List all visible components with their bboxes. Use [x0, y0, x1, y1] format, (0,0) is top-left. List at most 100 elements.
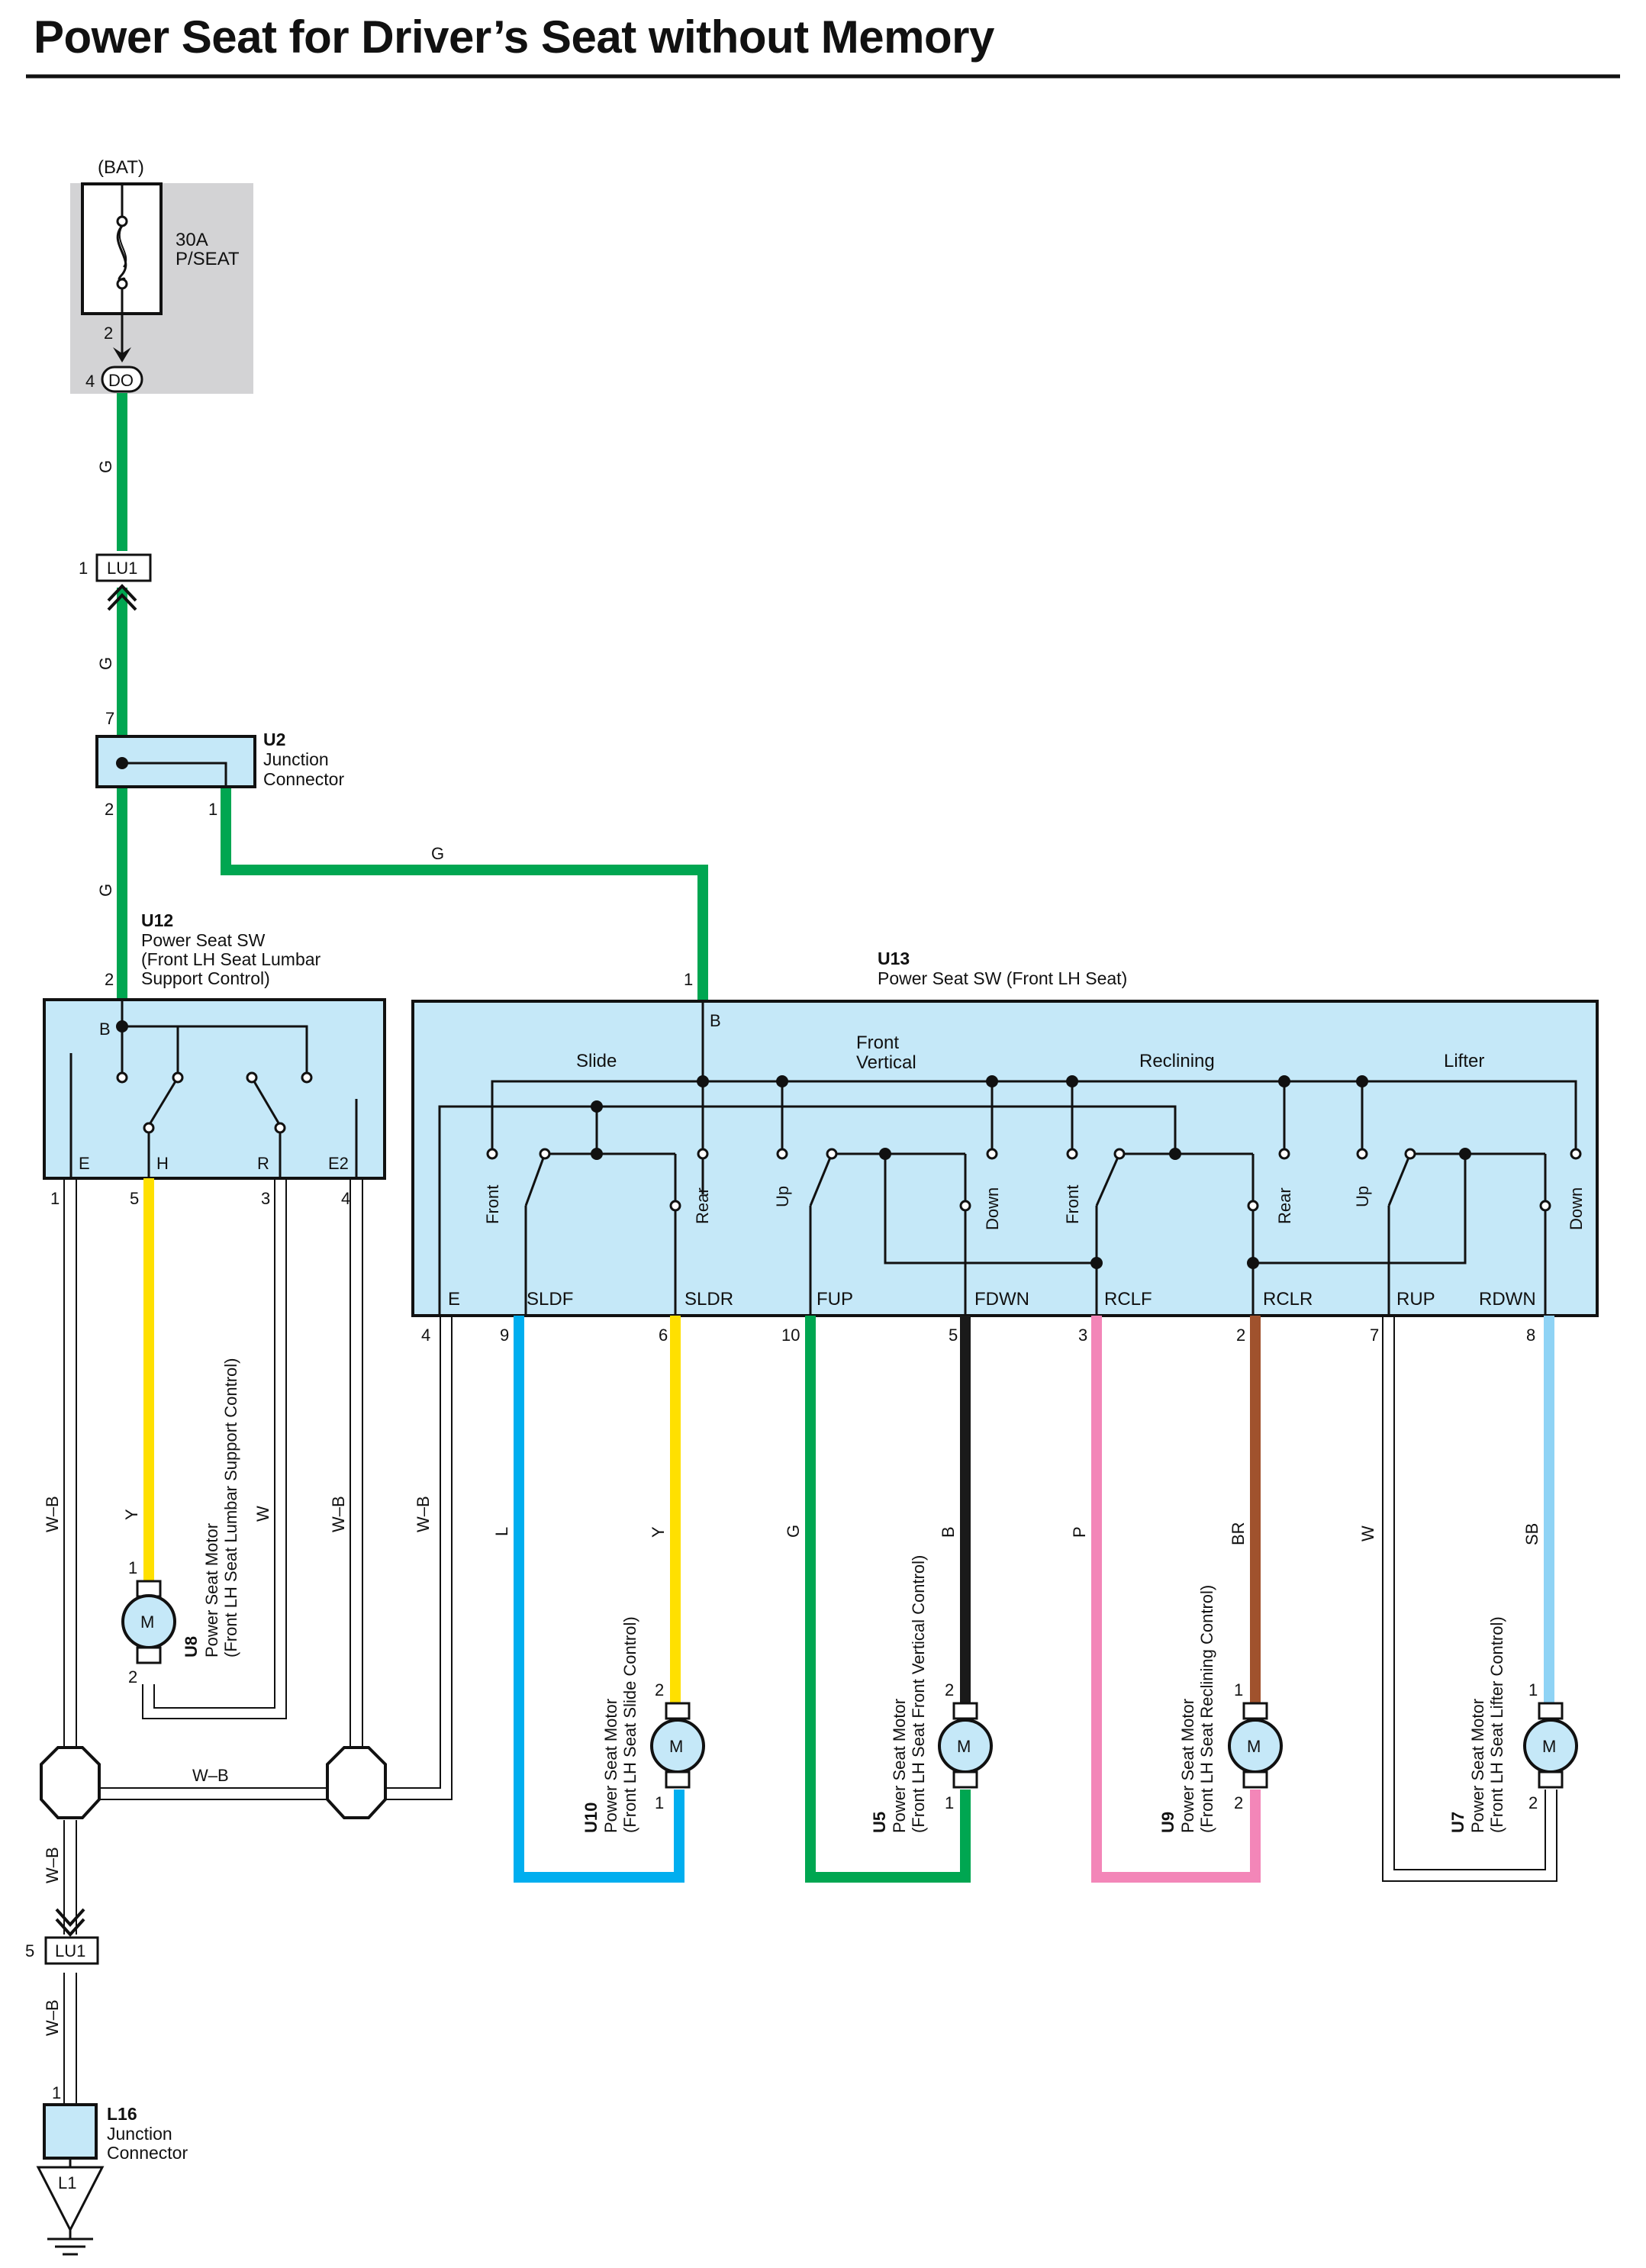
u13-name: Power Seat SW (Front LH Seat) — [878, 968, 1127, 988]
u7-pin-bot: 2 — [1528, 1793, 1538, 1812]
fuse-name: P/SEAT — [176, 249, 240, 269]
u12-terminal-e2: E2 — [328, 1154, 349, 1173]
chevron-down-icon — [55, 1908, 85, 1937]
u12-terminal-b: B — [99, 1020, 111, 1039]
u13-terminal-rclf: RCLF — [1104, 1289, 1152, 1310]
pos-down-vertical: Down — [983, 1187, 1002, 1230]
wire-u13-e: W–B — [414, 1496, 433, 1532]
u12-name-3: Support Control) — [141, 968, 270, 988]
wire-color-wb-down-2: W–B — [43, 1999, 62, 2036]
l16-name-2: Connector — [107, 2143, 188, 2163]
group-vertical-2: Vertical — [856, 1052, 916, 1073]
do-connector-label: DO — [108, 371, 134, 390]
u13-terminal-rdwn: RDWN — [1479, 1289, 1536, 1310]
u13-pin-sldf: 9 — [500, 1326, 509, 1345]
wire-color-g-4: G — [431, 844, 444, 863]
u13-pin-rup: 7 — [1370, 1326, 1379, 1345]
wire-u12-h: Y — [122, 1509, 141, 1520]
u12-terminal-h: H — [156, 1154, 169, 1173]
l16-pin: 1 — [52, 2083, 61, 2102]
pos-up-lifter: Up — [1353, 1186, 1372, 1207]
lu1-bottom-label: LU1 — [55, 1941, 85, 1960]
u7-motor-symbol: M — [1542, 1737, 1556, 1756]
wire-sldf: L — [492, 1527, 511, 1536]
u13-terminal-e: E — [448, 1289, 460, 1310]
u13-terminal-b: B — [710, 1011, 721, 1030]
u2-junction-connector: 7 U2 Junction Connector 2 1 — [95, 709, 344, 819]
u13-terminal-fdwn: FDWN — [974, 1289, 1029, 1310]
u8-id: U8 — [182, 1636, 201, 1658]
splice-right — [326, 1746, 387, 1819]
u12-terminal-e: E — [79, 1154, 90, 1173]
wire-u12-r: W — [253, 1506, 272, 1522]
ground-label: L1 — [58, 2173, 76, 2192]
u8-name: Power Seat Motor — [202, 1523, 221, 1658]
u5-motor-symbol: M — [957, 1737, 971, 1756]
u13-terminal-rclr: RCLR — [1263, 1289, 1313, 1310]
u12-pin-r: 3 — [261, 1189, 270, 1208]
u9-motor-symbol: M — [1247, 1737, 1261, 1756]
wire-color-g-3: G — [96, 884, 115, 897]
u13-pin-sldr: 6 — [659, 1326, 668, 1345]
u13-terminal-sldr: SLDR — [684, 1289, 733, 1310]
pos-rear-slide: Rear — [693, 1187, 712, 1224]
u2-name-2: Connector — [263, 769, 344, 789]
wire-color-wb-down-1: W–B — [43, 1847, 62, 1883]
pos-front-recline: Front — [1063, 1185, 1082, 1224]
u13-pin-in: 1 — [684, 970, 693, 989]
fuse-amperage: 30A — [176, 230, 208, 250]
do-connector — [101, 366, 143, 393]
group-reclining: Reclining — [1139, 1051, 1215, 1071]
pos-front-slide: Front — [483, 1185, 502, 1224]
pos-down-lifter: Down — [1567, 1187, 1586, 1230]
fuse-pin: 2 — [104, 324, 113, 343]
wire-color-g-1: G — [96, 460, 115, 473]
wire-rup: W — [1358, 1525, 1377, 1542]
u8-motor: 1 M 2 U8 Power Seat Motor (Front LH Seat… — [121, 1358, 240, 1687]
u5-desc: (Front LH Seat Front Vertical Control) — [909, 1555, 928, 1833]
u13-terminal-fup: FUP — [817, 1289, 853, 1310]
wire-color-wb-bus: W–B — [192, 1766, 229, 1785]
u10-motor-symbol: M — [669, 1737, 683, 1756]
splice-left — [40, 1746, 101, 1819]
u10-id: U10 — [581, 1802, 601, 1833]
wire-rdwn: SB — [1522, 1523, 1541, 1545]
u10-pin-top: 2 — [655, 1680, 664, 1699]
chevron-up-icon — [107, 584, 137, 611]
u7-id: U7 — [1448, 1812, 1467, 1833]
lu1-connector-bottom: LU1 5 — [25, 1908, 99, 1965]
do-connector-pin: 4 — [85, 372, 95, 391]
wire-rclr: BR — [1229, 1522, 1248, 1545]
fuse-icon — [116, 184, 128, 359]
wire-rclf: P — [1070, 1526, 1089, 1538]
u13-pin-rclr: 2 — [1236, 1326, 1245, 1345]
wire-fdwn: B — [939, 1526, 958, 1538]
u5-pin-bot: 1 — [945, 1793, 954, 1812]
u12-name-1: Power Seat SW — [141, 930, 266, 950]
u13-terminal-sldf: SLDF — [527, 1289, 573, 1310]
u5-motor: 2 M 1 U5 Power Seat Motor (Front LH Seat… — [870, 1555, 993, 1833]
u9-pin-bot: 2 — [1234, 1793, 1243, 1812]
group-front-1: Front — [856, 1033, 899, 1053]
u5-id: U5 — [870, 1812, 889, 1833]
u9-id: U9 — [1158, 1812, 1177, 1833]
l16-name-1: Junction — [107, 2124, 172, 2144]
u13-id: U13 — [878, 949, 910, 968]
u2-pin-7: 7 — [105, 709, 114, 728]
u5-name: Power Seat Motor — [890, 1699, 909, 1833]
u7-pin-top: 1 — [1528, 1680, 1538, 1699]
u8-desc: (Front LH Seat Lumbar Support Control) — [221, 1358, 240, 1658]
u13-seat-switch: U13 Power Seat SW (Front LH Seat) 1 B Sl… — [411, 949, 1599, 1345]
wire-u12-e2: W–B — [329, 1496, 348, 1532]
u12-pin-in: 2 — [105, 970, 114, 989]
u2-id: U2 — [263, 730, 285, 749]
u13-pin-e: 4 — [421, 1326, 430, 1345]
u10-name: Power Seat Motor — [601, 1699, 620, 1833]
u8-pin-bot: 2 — [128, 1667, 137, 1687]
u13-pin-fup: 10 — [781, 1326, 800, 1345]
u12-pin-e2: 4 — [341, 1189, 350, 1208]
u13-pin-rclf: 3 — [1078, 1326, 1087, 1345]
wire-sldr: Y — [649, 1526, 668, 1538]
u2-pin-2: 2 — [105, 800, 114, 819]
